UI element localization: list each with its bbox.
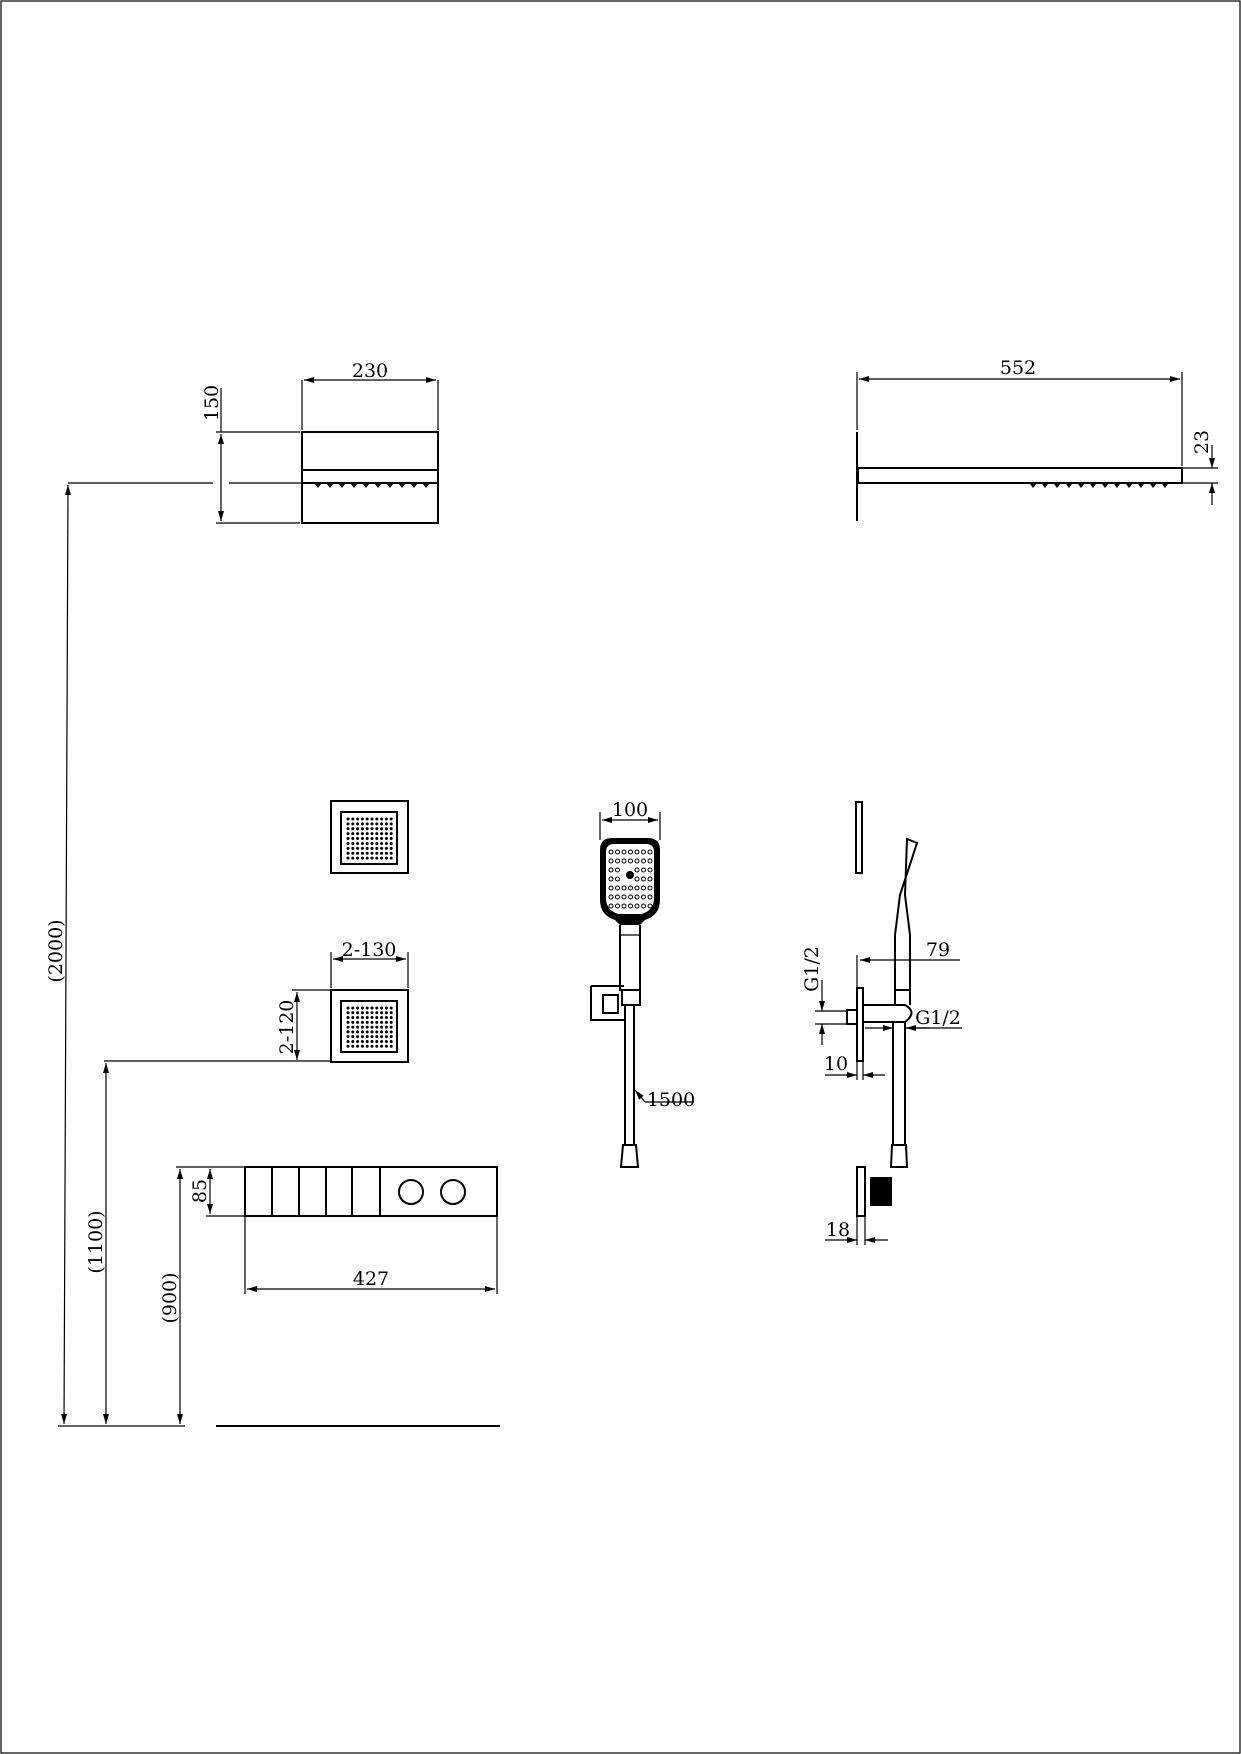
dim-height-panel: (900) [159,1272,181,1323]
height-dimensions: (2000) (1100) (900) [45,484,500,1427]
control-panel: 85 427 [189,1166,498,1294]
hand-shower-side: 79 G1/2 G1/2 10 18 [801,801,962,1245]
dim-hose-length: 1500 [647,1089,695,1111]
overhead-shower-side: 552 23 [856,357,1218,521]
dim-plate-thickness: 10 [824,1053,848,1075]
dim-inlet-thread: G1/2 [801,946,823,992]
dim-arm-length: 552 [1000,357,1036,379]
dim-outlet-thread: G1/2 [915,1007,961,1029]
dim-elbow-depth: 18 [826,1219,850,1241]
dim-overhead-height: 150 [201,385,223,421]
dim-bodyjet-height: 2-120 [276,1000,298,1055]
overhead-shower-front: 230 150 [68,360,439,524]
dim-projection: 79 [926,939,950,961]
dim-overhead-width: 230 [352,360,388,382]
knob-icon [398,1179,424,1205]
dim-head-width: 100 [612,799,648,821]
dim-panel-width: 427 [353,1268,389,1290]
body-jets: 2-130 2-120 [276,800,409,1063]
dim-height-bodyjet: (1100) [85,1210,107,1273]
dim-panel-height: 85 [189,1179,211,1203]
dim-bodyjet-width: 2-130 [342,939,397,961]
dim-height-overhead: (2000) [45,919,67,982]
dim-thickness: 23 [1191,430,1213,454]
wall-outlet [856,1166,866,1217]
hand-shower-front: 100 1500 [590,799,695,1168]
knob-icon [440,1179,466,1205]
